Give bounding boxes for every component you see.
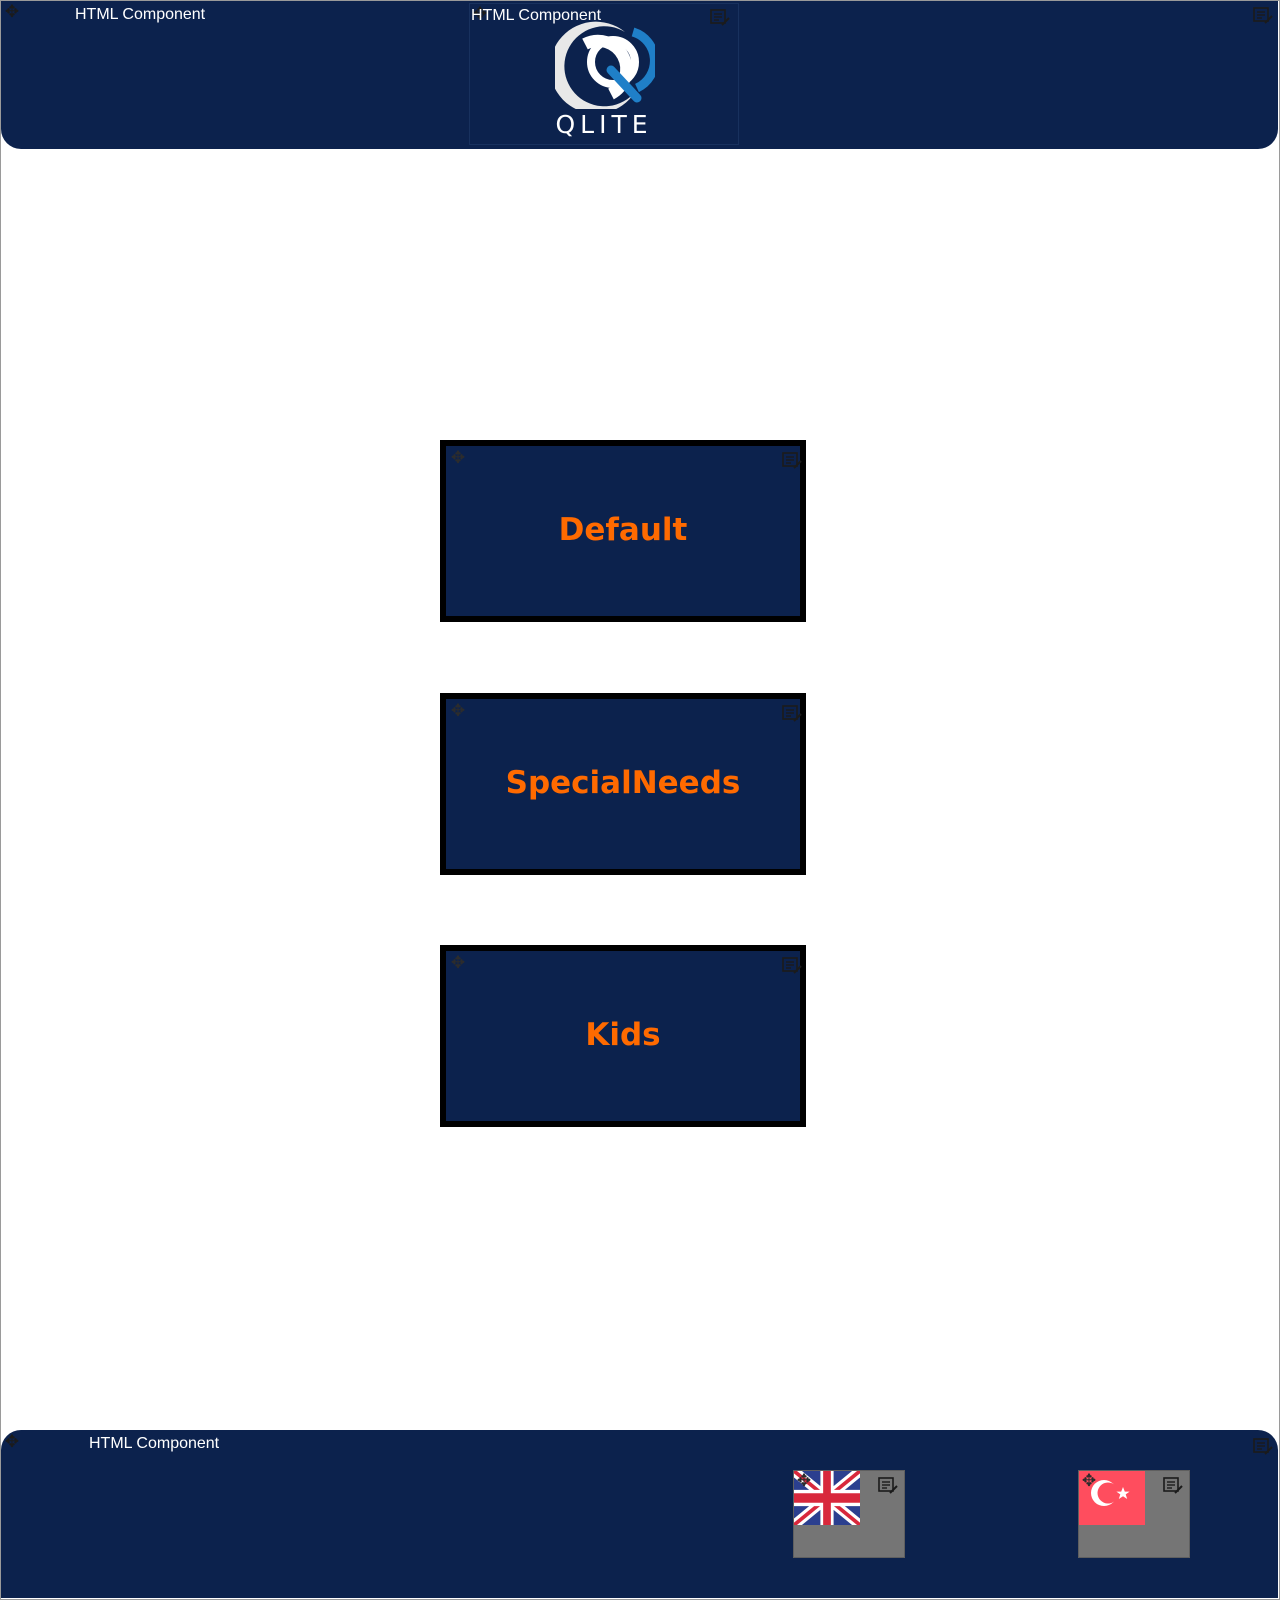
english-language-button[interactable]: ✥ xyxy=(793,1470,905,1558)
edit-icon[interactable] xyxy=(782,705,802,723)
move-handle-icon[interactable]: ✥ xyxy=(796,1471,812,1490)
edit-icon[interactable] xyxy=(782,957,802,975)
edit-icon[interactable] xyxy=(782,452,802,470)
footer-bar: ✥ HTML Component xyxy=(1,1430,1278,1598)
move-handle-icon[interactable]: ✥ xyxy=(1081,1471,1097,1490)
logo-component-label: HTML Component xyxy=(471,7,602,24)
header-component-label: HTML Component xyxy=(75,6,206,23)
logo-component: ✥ HTML Component QLITE xyxy=(469,3,739,145)
brand-name: QLITE xyxy=(555,110,653,139)
edit-icon[interactable] xyxy=(878,1477,898,1495)
qlite-logo-icon xyxy=(555,21,655,109)
move-handle-icon[interactable]: ✥ xyxy=(4,2,20,21)
turkey-flag-icon xyxy=(1079,1471,1145,1525)
default-button[interactable]: ✥ Default xyxy=(440,440,806,622)
specialneeds-button-label: SpecialNeeds xyxy=(505,765,741,801)
footer-component-label: HTML Component xyxy=(89,1435,220,1452)
edit-icon[interactable] xyxy=(1253,1438,1273,1456)
kids-button-label: Kids xyxy=(585,1017,661,1053)
move-handle-icon[interactable]: ✥ xyxy=(450,448,466,467)
uk-flag-icon xyxy=(794,1471,860,1525)
default-button-label: Default xyxy=(558,512,688,548)
edit-icon[interactable] xyxy=(1253,7,1273,25)
kids-button[interactable]: ✥ Kids xyxy=(440,945,806,1127)
edit-icon[interactable] xyxy=(1163,1477,1183,1495)
turkish-language-button[interactable]: ✥ xyxy=(1078,1470,1190,1558)
move-handle-icon[interactable]: ✥ xyxy=(472,4,488,23)
move-handle-icon[interactable]: ✥ xyxy=(4,1432,20,1451)
move-handle-icon[interactable]: ✥ xyxy=(450,701,466,720)
specialneeds-button[interactable]: ✥ SpecialNeeds xyxy=(440,693,806,875)
edit-icon[interactable] xyxy=(710,9,730,27)
header-bar: ✥ HTML Component ✥ HTML Component QLITE xyxy=(1,1,1278,149)
move-handle-icon[interactable]: ✥ xyxy=(450,953,466,972)
